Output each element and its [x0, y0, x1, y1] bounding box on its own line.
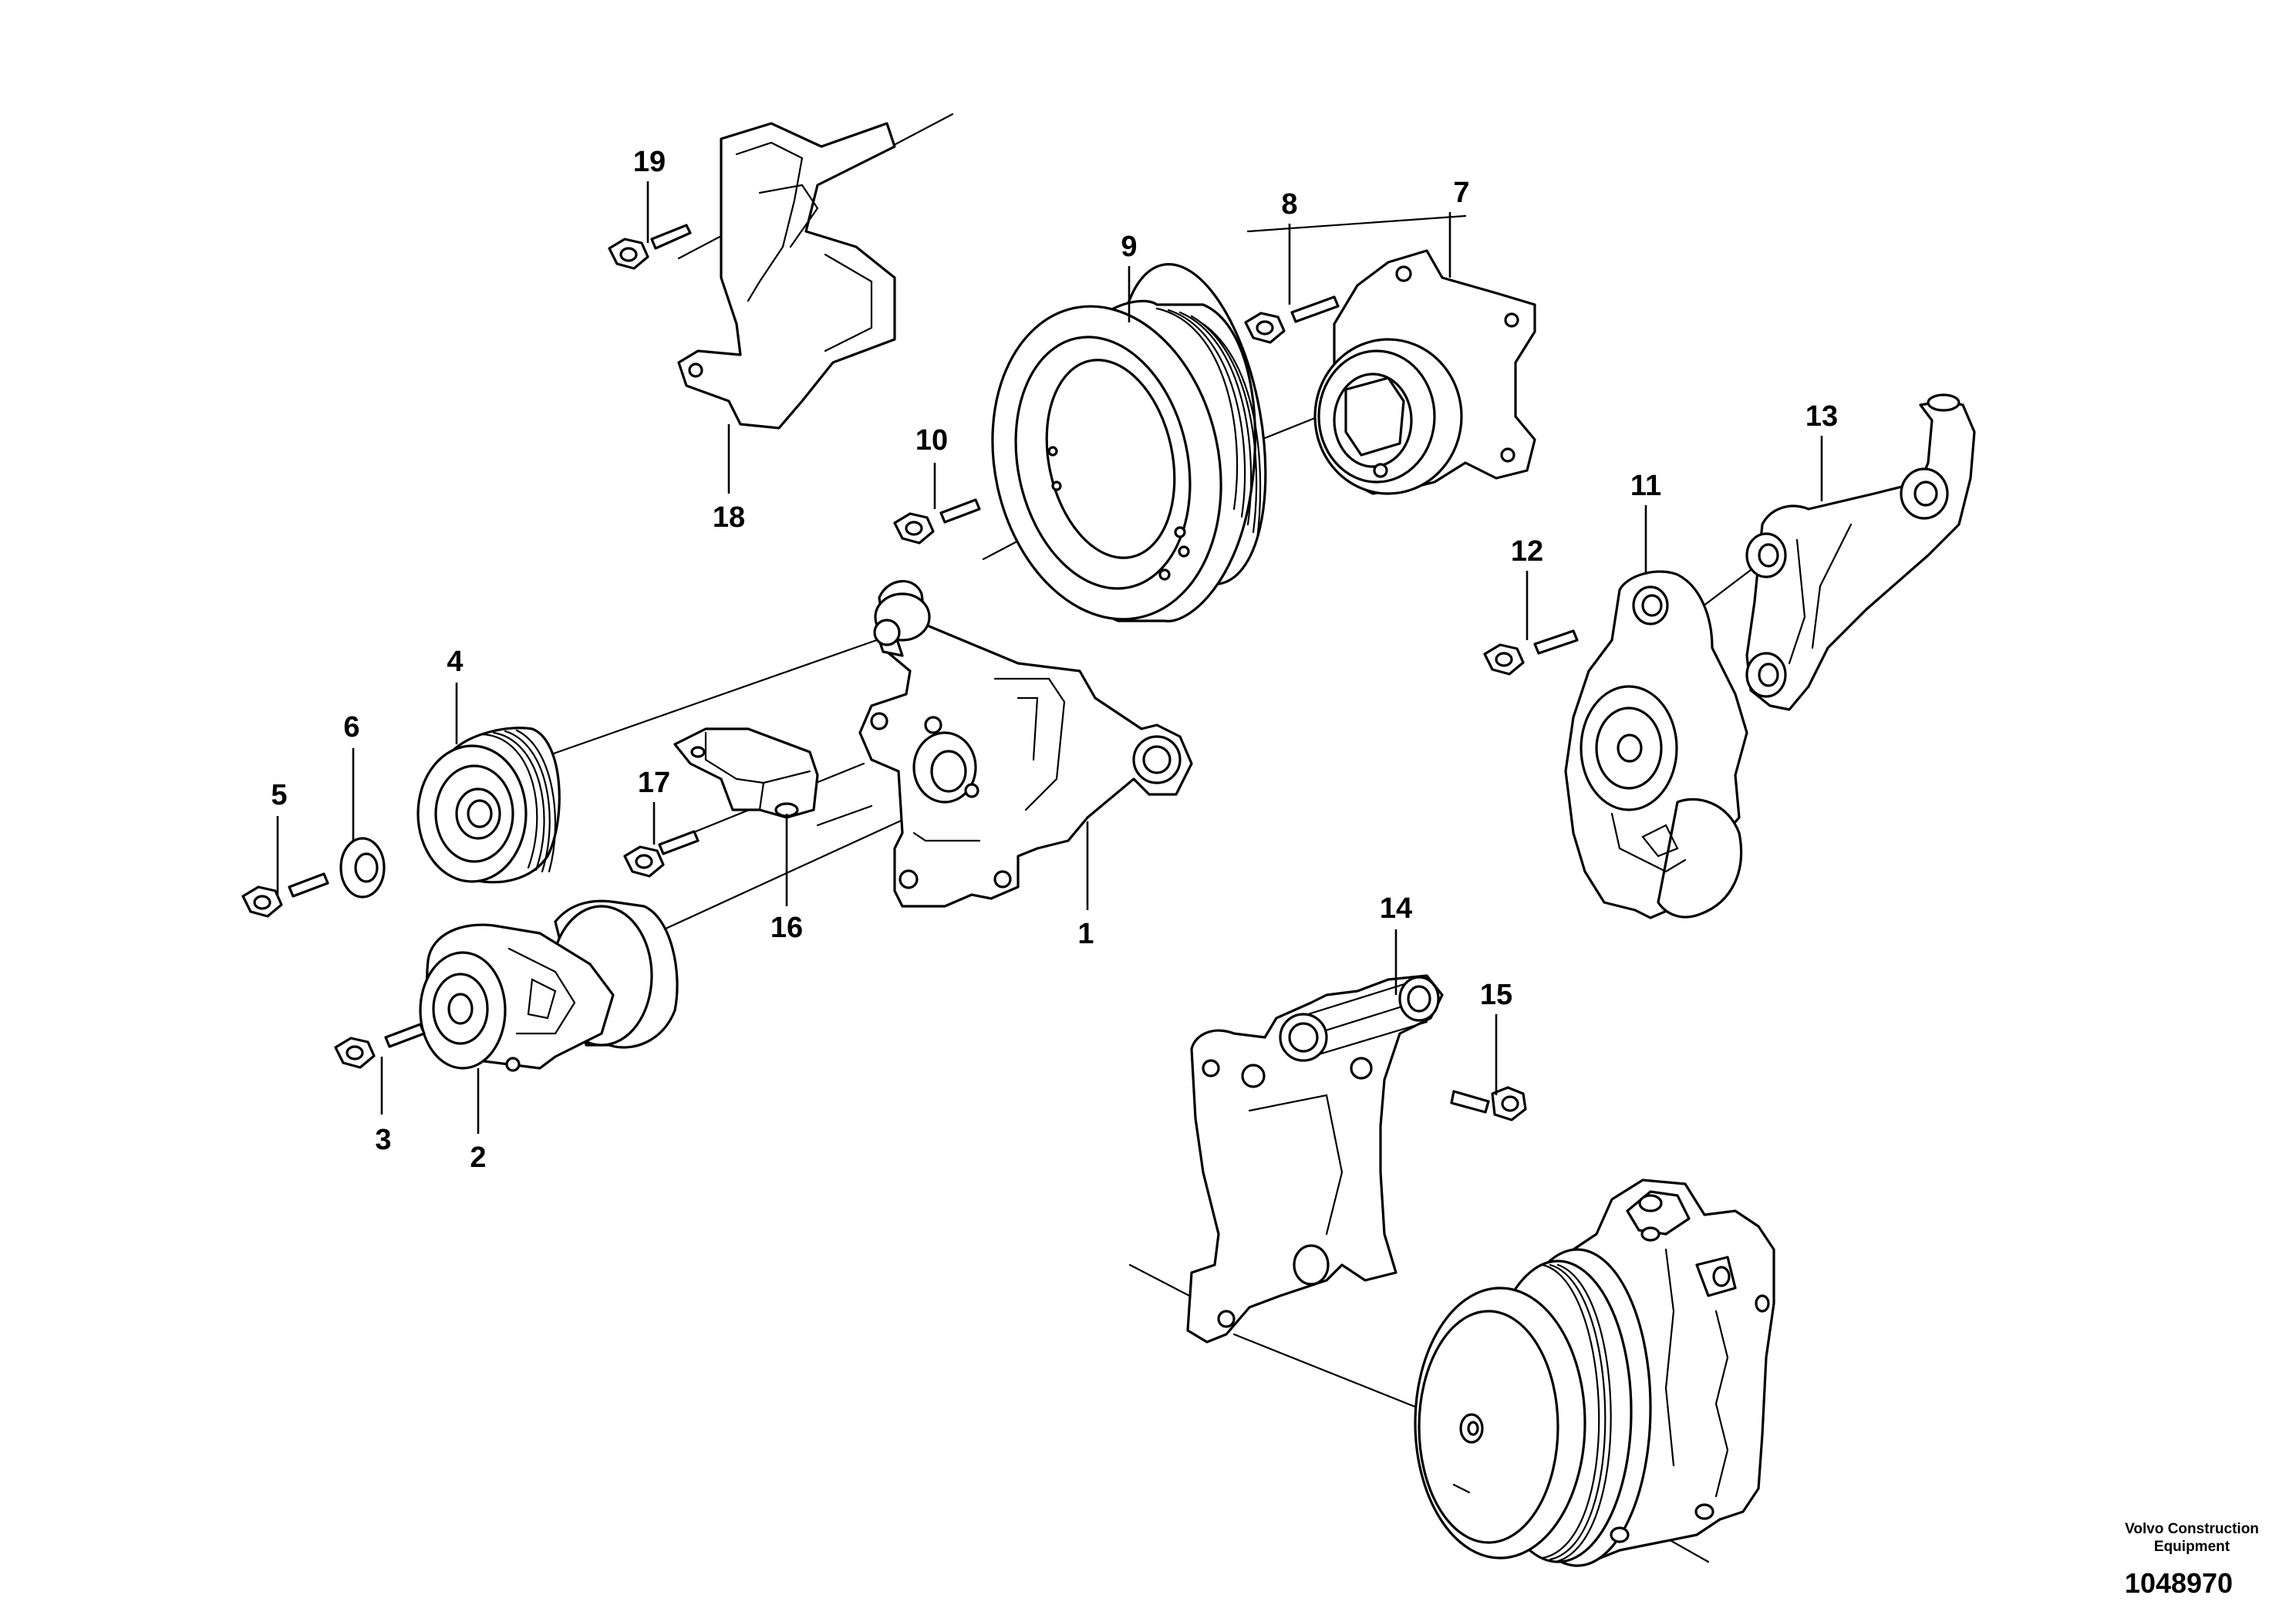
- callout-11: 11: [1630, 470, 1661, 502]
- leader-lines: [276, 181, 1823, 1134]
- callout-10: 10: [915, 424, 948, 457]
- pulley-4: [416, 727, 561, 884]
- bracket-16: [673, 727, 819, 819]
- callout-15: 15: [1480, 979, 1512, 1011]
- brand-line-1: Volvo Construction: [2125, 1521, 2259, 1537]
- callout-3: 3: [375, 1124, 391, 1156]
- callout-13: 13: [1805, 400, 1838, 433]
- callout-1: 1: [1077, 918, 1094, 950]
- bracket-14: [1186, 974, 1444, 1344]
- footer: Volvo Construction Equipment 1048970: [2125, 1521, 2259, 1599]
- bolt-17: [623, 830, 700, 878]
- drawing-number: 1048970: [2125, 1567, 2233, 1599]
- callout-17: 17: [638, 767, 670, 799]
- callout-6: 6: [343, 711, 359, 744]
- bracket-18: [677, 122, 896, 430]
- callout-2: 2: [470, 1141, 486, 1174]
- bolt-5: [241, 872, 329, 918]
- bolt-12: [1483, 629, 1579, 676]
- callout-8: 8: [1281, 188, 1297, 221]
- callout-labels: 1 2 3 4 5 6 7 8 9 10 11 12 13 14 15 16 1…: [271, 146, 1838, 1174]
- callout-4: 4: [447, 646, 463, 678]
- brand-line-2: Equipment: [2154, 1539, 2230, 1555]
- bolt-15: [1450, 1086, 1527, 1121]
- bolt-3: [334, 1023, 426, 1069]
- callout-19: 19: [633, 146, 666, 178]
- callout-9: 9: [1121, 231, 1137, 263]
- pulley-9: [991, 263, 1267, 622]
- callout-14: 14: [1380, 892, 1412, 925]
- callout-16: 16: [770, 912, 803, 944]
- tensioner-11: [1564, 570, 1748, 919]
- bracket-1: [858, 580, 1193, 908]
- bolt-19: [608, 224, 692, 270]
- bolt-8: [1244, 295, 1340, 344]
- callout-18: 18: [713, 501, 745, 534]
- callout-5: 5: [271, 779, 287, 811]
- bolt-10: [893, 498, 981, 545]
- callout-12: 12: [1511, 535, 1543, 568]
- ac-compressor: [1414, 1179, 1775, 1567]
- washer-6: [339, 837, 386, 899]
- hub-7: [1313, 249, 1536, 495]
- bracket-13: [1745, 393, 1976, 711]
- callout-7: 7: [1453, 177, 1469, 209]
- tensioner-2: [419, 899, 679, 1072]
